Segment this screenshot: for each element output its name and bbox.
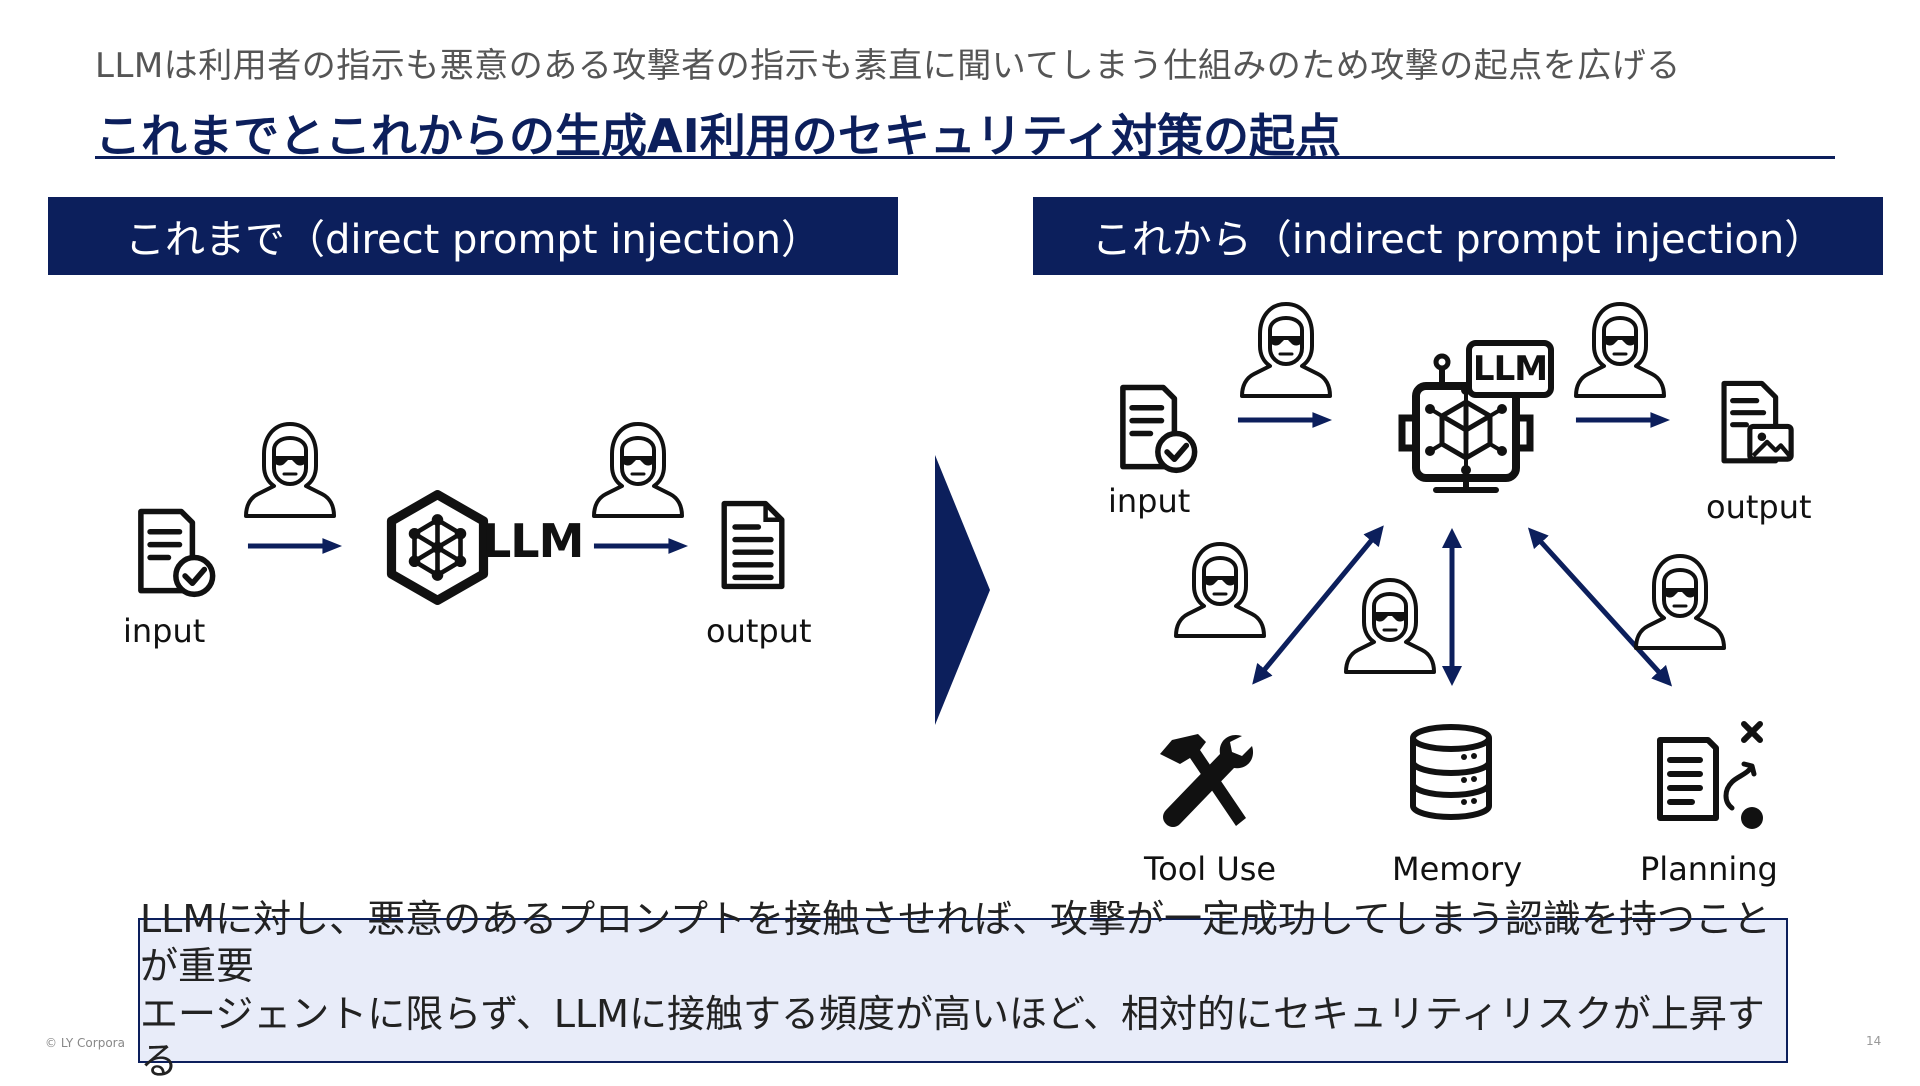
arrow-right-icon — [592, 536, 690, 556]
llm-network-icon — [386, 490, 489, 605]
planning-icon — [1657, 721, 1763, 829]
llm-robot-icon — [1398, 353, 1534, 493]
arrow-right-icon — [1236, 410, 1334, 430]
llm-planning-arrow — [1527, 527, 1673, 687]
attacker-icon — [588, 420, 688, 520]
attacker-icon — [1570, 300, 1670, 400]
summary-line-2: エージェントに限らず、LLMに接触する頻度が高いほど、相対的にセキュリティリスク… — [140, 991, 1765, 1084]
right-panel-heading: これから（indirect prompt injection） — [1033, 197, 1883, 275]
input-document-icon — [128, 506, 220, 598]
right-input-label: input — [1108, 482, 1191, 520]
memory-label: Memory — [1392, 850, 1523, 888]
arrow-right-icon — [1574, 410, 1672, 430]
page-number: 14 — [1866, 1034, 1882, 1048]
chevron-right-icon — [935, 455, 990, 725]
llm-speech-bubble: LLM — [1466, 340, 1554, 398]
title-underline — [95, 156, 1835, 159]
slide-subtitle: LLMは利用者の指示も悪意のある攻撃者の指示も素直に聞いてしまう仕組みのため攻撃… — [95, 46, 1681, 86]
slide-title: これまでとこれからの生成AI利用のセキュリティ対策の起点 — [95, 109, 1341, 163]
planning-label: Planning — [1640, 850, 1778, 888]
connection-arrows — [1252, 525, 1673, 687]
summary-box: LLMに対し、悪意のあるプロンプトを接触させれば、攻撃が一定成功してしまう認識を… — [138, 897, 1788, 1083]
llm-logo: LLM — [380, 490, 584, 605]
summary-line-1: LLMに対し、悪意のあるプロンプトを接触させれば、攻撃が一定成功してしまう認識を… — [140, 896, 1771, 989]
database-icon — [1410, 724, 1492, 821]
left-panel-heading: これまで（direct prompt injection） — [48, 197, 898, 275]
attacker-icon — [1340, 576, 1440, 676]
right-output-label: output — [1706, 488, 1812, 526]
arrow-right-icon — [246, 536, 344, 556]
attacker-icon — [1170, 540, 1270, 640]
copyright-text: © LY Corpora — [45, 1036, 125, 1050]
output-image-document-icon — [1712, 375, 1798, 471]
output-document-icon — [708, 497, 798, 593]
left-llm-label: LLM — [482, 514, 584, 568]
llm-tooluse-arrow — [1252, 525, 1384, 685]
tool-use-label: Tool Use — [1144, 850, 1277, 888]
attacker-icon — [1236, 300, 1336, 400]
hammer-wrench-icon — [1160, 734, 1254, 827]
left-output-label: output — [706, 612, 812, 650]
right-llm-label: LLM — [1472, 349, 1548, 389]
input-document-icon — [1110, 382, 1202, 474]
attacker-icon — [1630, 552, 1730, 652]
attacker-icon — [240, 420, 340, 520]
left-input-label: input — [123, 612, 206, 650]
